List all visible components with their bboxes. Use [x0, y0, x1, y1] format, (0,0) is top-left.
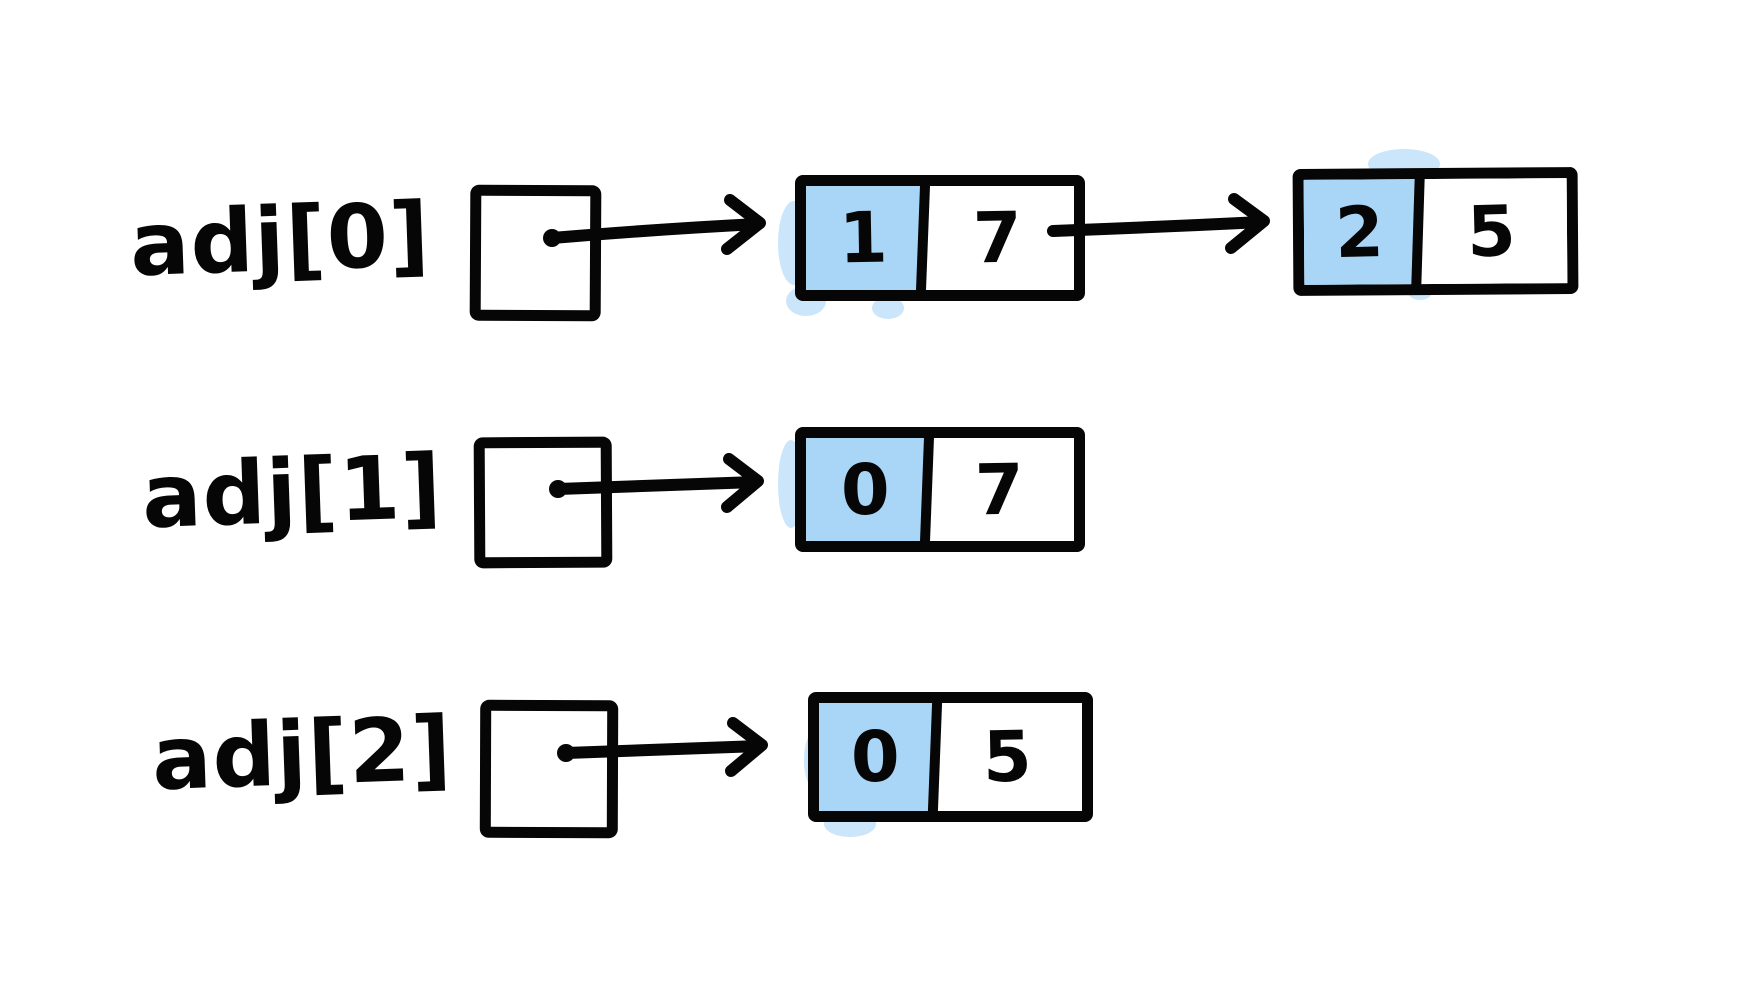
vertex-value: 1	[837, 196, 889, 280]
weight-cell: 7	[920, 186, 1074, 290]
list-node: 2 5	[1292, 167, 1579, 296]
weight-cell: 5	[932, 703, 1082, 811]
row-label-adj2: adj[2]	[150, 696, 454, 811]
list-node: 0 7	[795, 427, 1085, 552]
weight-cell: 5	[1414, 178, 1568, 285]
weight-value: 7	[973, 448, 1025, 531]
row-label-adj1: adj[1]	[140, 434, 444, 549]
vertex-value: 0	[850, 715, 901, 799]
vertex-cell: 0	[806, 438, 924, 541]
vertex-value: 2	[1334, 190, 1385, 274]
row-label-adj0: adj[0]	[128, 182, 432, 297]
vertex-value: 0	[839, 448, 891, 531]
list-node: 0 5	[808, 692, 1093, 822]
weight-value: 7	[971, 196, 1023, 280]
head-pointer-box	[473, 436, 613, 569]
weight-cell: 7	[924, 438, 1074, 541]
weight-value: 5	[1465, 189, 1517, 273]
head-pointer-box	[479, 699, 619, 839]
vertex-cell: 0	[819, 703, 932, 811]
head-pointer-box	[469, 184, 602, 322]
list-node: 1 7	[795, 175, 1085, 301]
highlight-smudge	[872, 297, 904, 319]
weight-value: 5	[981, 715, 1033, 799]
vertex-cell: 2	[1303, 179, 1416, 285]
vertex-cell: 1	[806, 186, 920, 290]
